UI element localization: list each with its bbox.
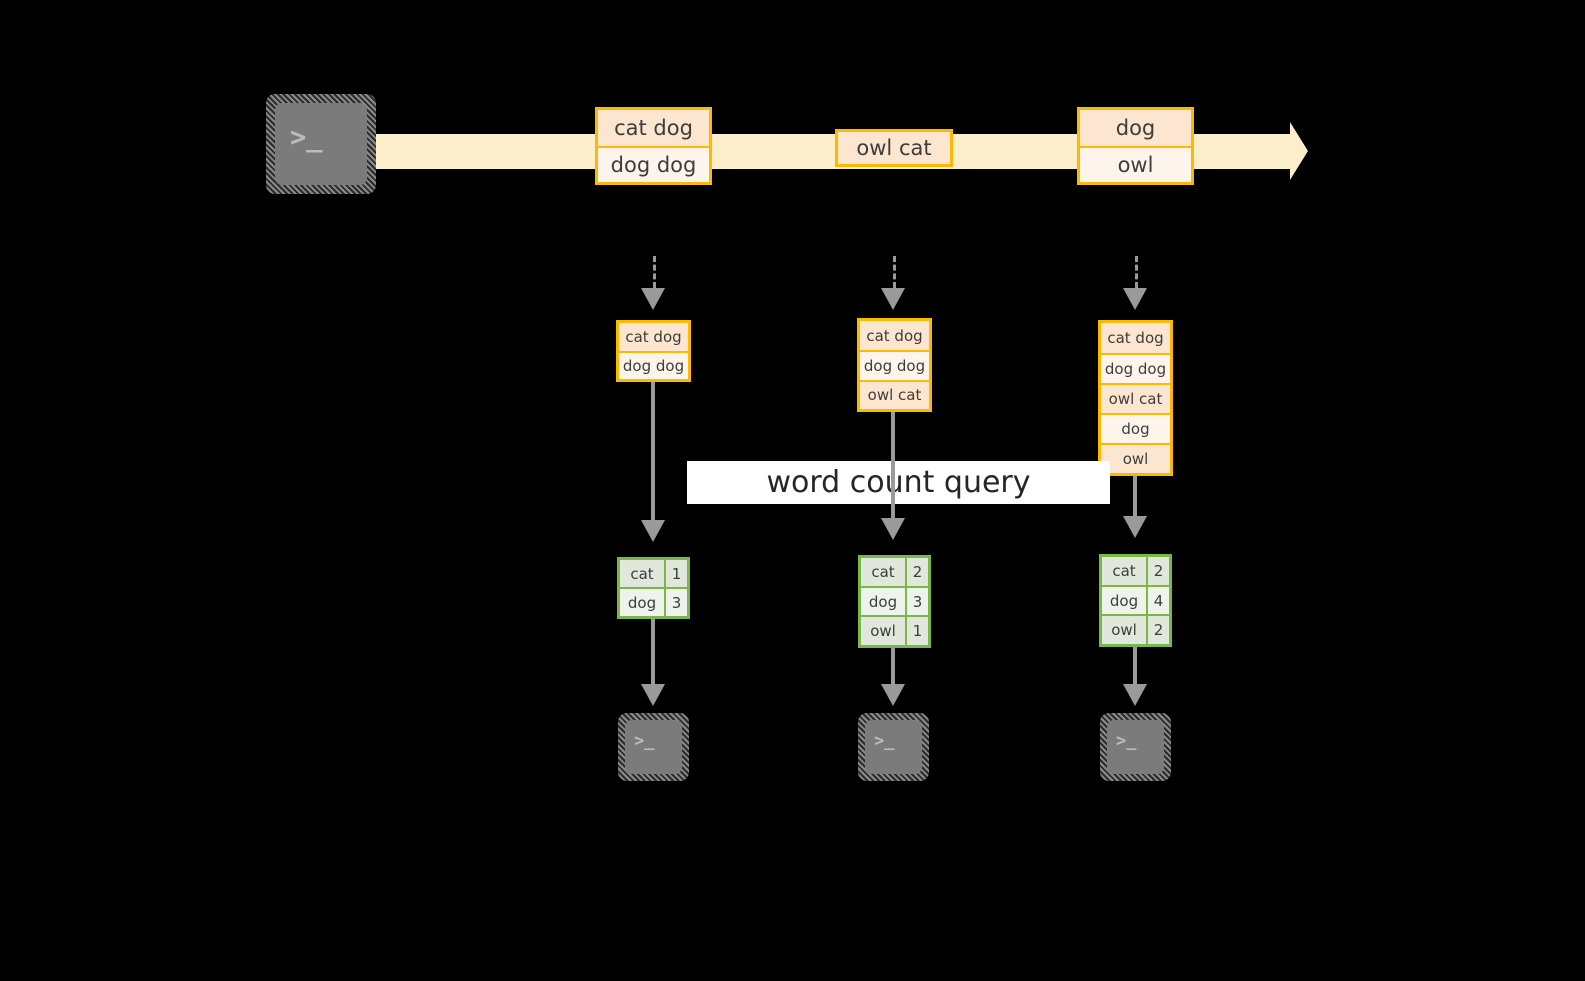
dashed-connector-2 xyxy=(893,256,896,288)
stream-message-line: dog xyxy=(1080,110,1191,146)
result-word: cat xyxy=(871,562,895,581)
terminal-glyph: >_ xyxy=(1116,731,1137,751)
accumulated-line: cat dog xyxy=(1101,323,1170,353)
accumulated-line: owl xyxy=(1101,443,1170,473)
stream-message-line: owl cat xyxy=(838,132,950,164)
snapshot-1-result-table: cat 1 dog 3 xyxy=(617,557,690,619)
result-word: dog xyxy=(1109,591,1139,610)
stream-message-line: dog dog xyxy=(598,146,709,182)
snapshot-2-result-table: cat 2 dog 3 owl 1 xyxy=(858,555,931,648)
snapshot-3-accumulated-box: cat dog dog dog owl cat dog owl xyxy=(1098,320,1173,476)
result-word: cat xyxy=(1112,561,1136,580)
table-row: dog 3 xyxy=(620,587,687,616)
dashed-connector-2-arrow-icon xyxy=(881,288,905,310)
terminal-glyph: >_ xyxy=(290,122,323,153)
result-count: 2 xyxy=(1146,616,1169,645)
terminal-glyph: >_ xyxy=(874,731,895,751)
query-connector-1 xyxy=(651,382,655,520)
dashed-connector-3 xyxy=(1135,256,1138,288)
accumulated-line: dog dog xyxy=(619,351,688,379)
result-count: 3 xyxy=(905,587,928,616)
stream-message-batch-1: cat dog dog dog xyxy=(595,107,712,185)
query-connector-3-arrow-icon xyxy=(1123,516,1147,538)
sink-terminal-icon-1: >_ xyxy=(618,713,689,781)
result-word: owl xyxy=(870,622,896,641)
table-row: cat 2 xyxy=(1102,557,1169,585)
accumulated-line: dog dog xyxy=(1101,353,1170,383)
result-count: 2 xyxy=(905,558,928,586)
accumulated-line: dog xyxy=(1101,413,1170,443)
accumulated-line: cat dog xyxy=(619,323,688,351)
snapshot-2-accumulated-box: cat dog dog dog owl cat xyxy=(857,318,932,412)
stream-message-line: cat dog xyxy=(598,110,709,146)
terminal-glyph: >_ xyxy=(634,731,655,751)
result-word: cat xyxy=(630,564,654,583)
result-word: dog xyxy=(868,592,898,611)
query-connector-3 xyxy=(1133,476,1137,516)
query-connector-2-arrow-icon xyxy=(881,518,905,540)
stream-message-batch-3: dog owl xyxy=(1077,107,1194,185)
snapshot-3-result-table: cat 2 dog 4 owl 2 xyxy=(1099,554,1172,647)
source-terminal-icon: >_ xyxy=(266,94,376,194)
result-word: owl xyxy=(1111,621,1137,640)
stream-message-line: owl xyxy=(1080,146,1191,182)
sink-connector-3 xyxy=(1133,647,1137,684)
result-count: 1 xyxy=(664,560,687,587)
result-word: dog xyxy=(627,593,657,612)
sink-connector-1 xyxy=(651,619,655,684)
query-label: word count query xyxy=(687,461,1110,504)
dashed-connector-1-arrow-icon xyxy=(641,288,665,310)
result-count: 3 xyxy=(664,589,687,616)
table-row: dog 3 xyxy=(861,585,928,616)
sink-terminal-icon-3: >_ xyxy=(1100,713,1171,781)
stream-message-batch-2: owl cat xyxy=(835,129,953,167)
dashed-connector-1 xyxy=(653,256,656,288)
query-connector-1-arrow-icon xyxy=(641,520,665,542)
table-row: dog 4 xyxy=(1102,584,1169,615)
sink-connector-2 xyxy=(891,648,895,684)
table-row: cat 2 xyxy=(861,558,928,586)
snapshot-1-accumulated-box: cat dog dog dog xyxy=(616,320,691,382)
sink-terminal-icon-2: >_ xyxy=(858,713,929,781)
accumulated-line: dog dog xyxy=(860,350,929,380)
sink-connector-2-arrow-icon xyxy=(881,684,905,706)
result-count: 1 xyxy=(905,617,928,646)
result-count: 4 xyxy=(1146,586,1169,615)
table-row: owl 1 xyxy=(861,615,928,646)
sink-connector-3-arrow-icon xyxy=(1123,684,1147,706)
dashed-connector-3-arrow-icon xyxy=(1123,288,1147,310)
query-connector-2-overlay xyxy=(891,461,895,504)
table-row: owl 2 xyxy=(1102,614,1169,645)
accumulated-line: cat dog xyxy=(860,321,929,351)
sink-connector-1-arrow-icon xyxy=(641,684,665,706)
accumulated-line: owl cat xyxy=(1101,383,1170,413)
accumulated-line: owl cat xyxy=(860,379,929,409)
result-count: 2 xyxy=(1146,557,1169,585)
table-row: cat 1 xyxy=(620,560,687,587)
stream-arrow-head-icon xyxy=(1290,122,1308,180)
